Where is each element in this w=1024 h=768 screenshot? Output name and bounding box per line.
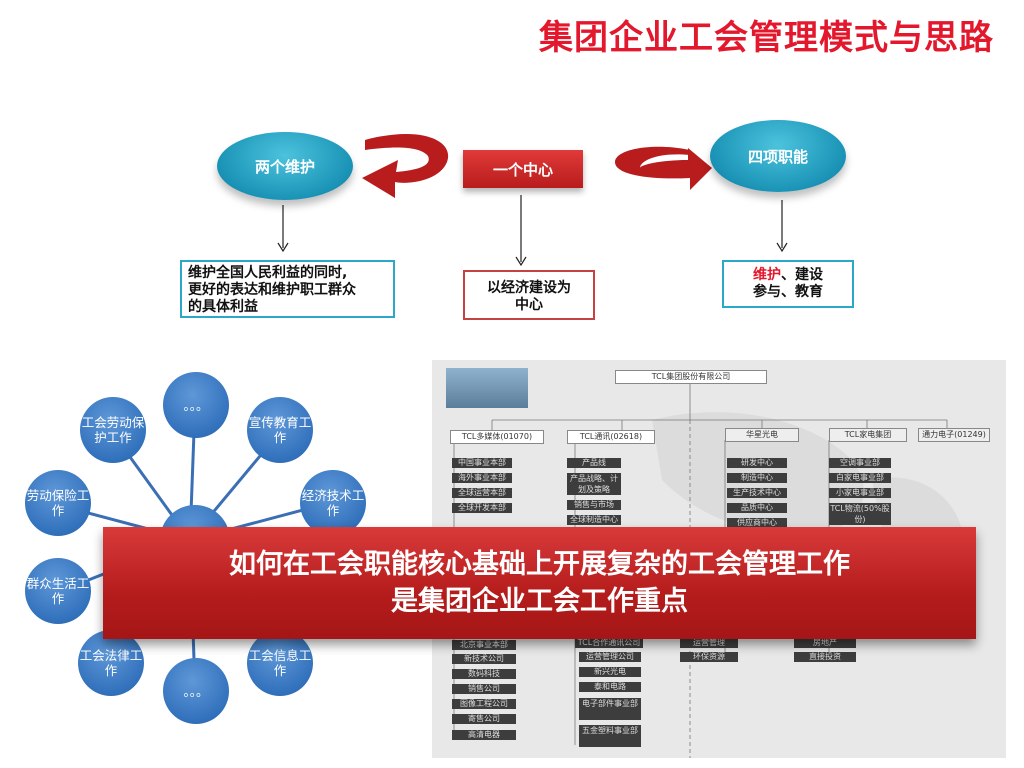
org-root: TCL集团股份有限公司 [615,370,767,384]
center-desc-line: 中心 [515,297,543,313]
left-desc-line: 维护全国人民利益的同时, [188,265,348,281]
four-functions-oval: 四项职能 [710,120,846,192]
org-item: 产品线 [567,458,621,468]
org-item: 小家电事业部 [829,488,891,498]
org-item: 电子部件事业部 [579,698,641,720]
org-item: 运营管理 [680,638,738,648]
key-message-banner: 如何在工会职能核心基础上开展复杂的工会管理工作 是集团企业工会工作重点 [103,527,976,639]
org-item: 图像工程公司 [452,699,516,709]
org-item: 白家电事业部 [829,473,891,483]
org-item: 新技术公司 [452,654,516,664]
org-item: 产品战略、计划及策略 [567,473,621,495]
org-item: 海外事业本部 [452,473,512,483]
one-center-box: 一个中心 [463,150,583,188]
hub-node-insurance: 劳动保险工作 [25,470,91,536]
hub-node-info: 工会信息工作 [247,630,313,696]
org-item: 寄售公司 [452,714,516,724]
left-desc-line: 更好的表达和维护职工群众 [188,282,356,298]
org-item: 销售公司 [452,684,516,694]
org-item: 研发中心 [727,458,787,468]
org-item: 泰和电路 [579,682,641,692]
org-col-head: 通力电子(01249) [918,428,990,442]
hub-node-economic: 经济技术工作 [300,470,366,536]
page-title: 集团企业工会管理模式与思路 [539,18,994,58]
org-item: 全球运营本部 [452,488,512,498]
org-item: 销售与市场 [567,500,621,510]
org-item: 全球制造中心 [567,515,621,525]
org-item: 直接投资 [794,652,856,662]
org-item: 房地产 [794,638,856,648]
diagram-connectors [277,133,788,267]
hub-node-bottom: 。。。 [163,658,229,724]
center-desc-line: 以经济建设为 [487,280,571,296]
hub-node-mass-life: 群众生活工作 [25,558,91,624]
org-item: 环保资源 [680,652,738,662]
right-desc-highlight: 维护 [753,267,781,283]
org-item: 供应商中心 [727,518,787,528]
org-item: 高清电器 [452,730,516,740]
org-item: 生产技术中心 [727,488,787,498]
hub-node-labor-protection: 工会劳动保护工作 [80,397,146,463]
right-description: 维护、建设 参与、教育 [722,260,854,308]
left-description: 维护全国人民利益的同时, 更好的表达和维护职工群众 的具体利益 [180,260,395,318]
org-item: 品质中心 [727,503,787,513]
right-desc-line2: 参与、教育 [753,284,823,300]
two-maintenance-oval: 两个维护 [217,132,353,200]
org-item: TCL物流(50%股份) [829,503,891,525]
right-desc-line1: 、建设 [781,267,823,283]
org-item: 制造中心 [727,473,787,483]
org-item: 中国事业本部 [452,458,512,468]
banner-line-2: 是集团企业工会工作重点 [391,586,688,617]
center-description: 以经济建设为 中心 [463,270,595,320]
org-item: 新兴光电 [579,667,641,677]
org-item: 全球开发本部 [452,503,512,513]
left-desc-line: 的具体利益 [188,299,258,315]
org-col-head: TCL家电集团 [829,428,907,442]
org-item: TCL合作通讯公司 [575,638,643,648]
headquarters-photo [446,368,528,408]
org-item: 五金塑料事业部 [579,725,641,747]
hub-node-publicity: 宣传教育工作 [247,397,313,463]
org-col-head: 华星光电 [725,428,799,442]
org-item: 数码科技 [452,669,516,679]
org-col-head: TCL通讯(02618) [567,430,655,444]
hub-node-top: 。。。 [163,372,229,438]
org-item: 运营管理公司 [579,652,641,662]
org-item: 北京事业本部 [452,640,516,650]
hub-node-legal: 工会法律工作 [78,630,144,696]
org-col-head: TCL多媒体(01070) [450,430,544,444]
banner-line-1: 如何在工会职能核心基础上开展复杂的工会管理工作 [229,549,850,580]
org-item: 空调事业部 [829,458,891,468]
